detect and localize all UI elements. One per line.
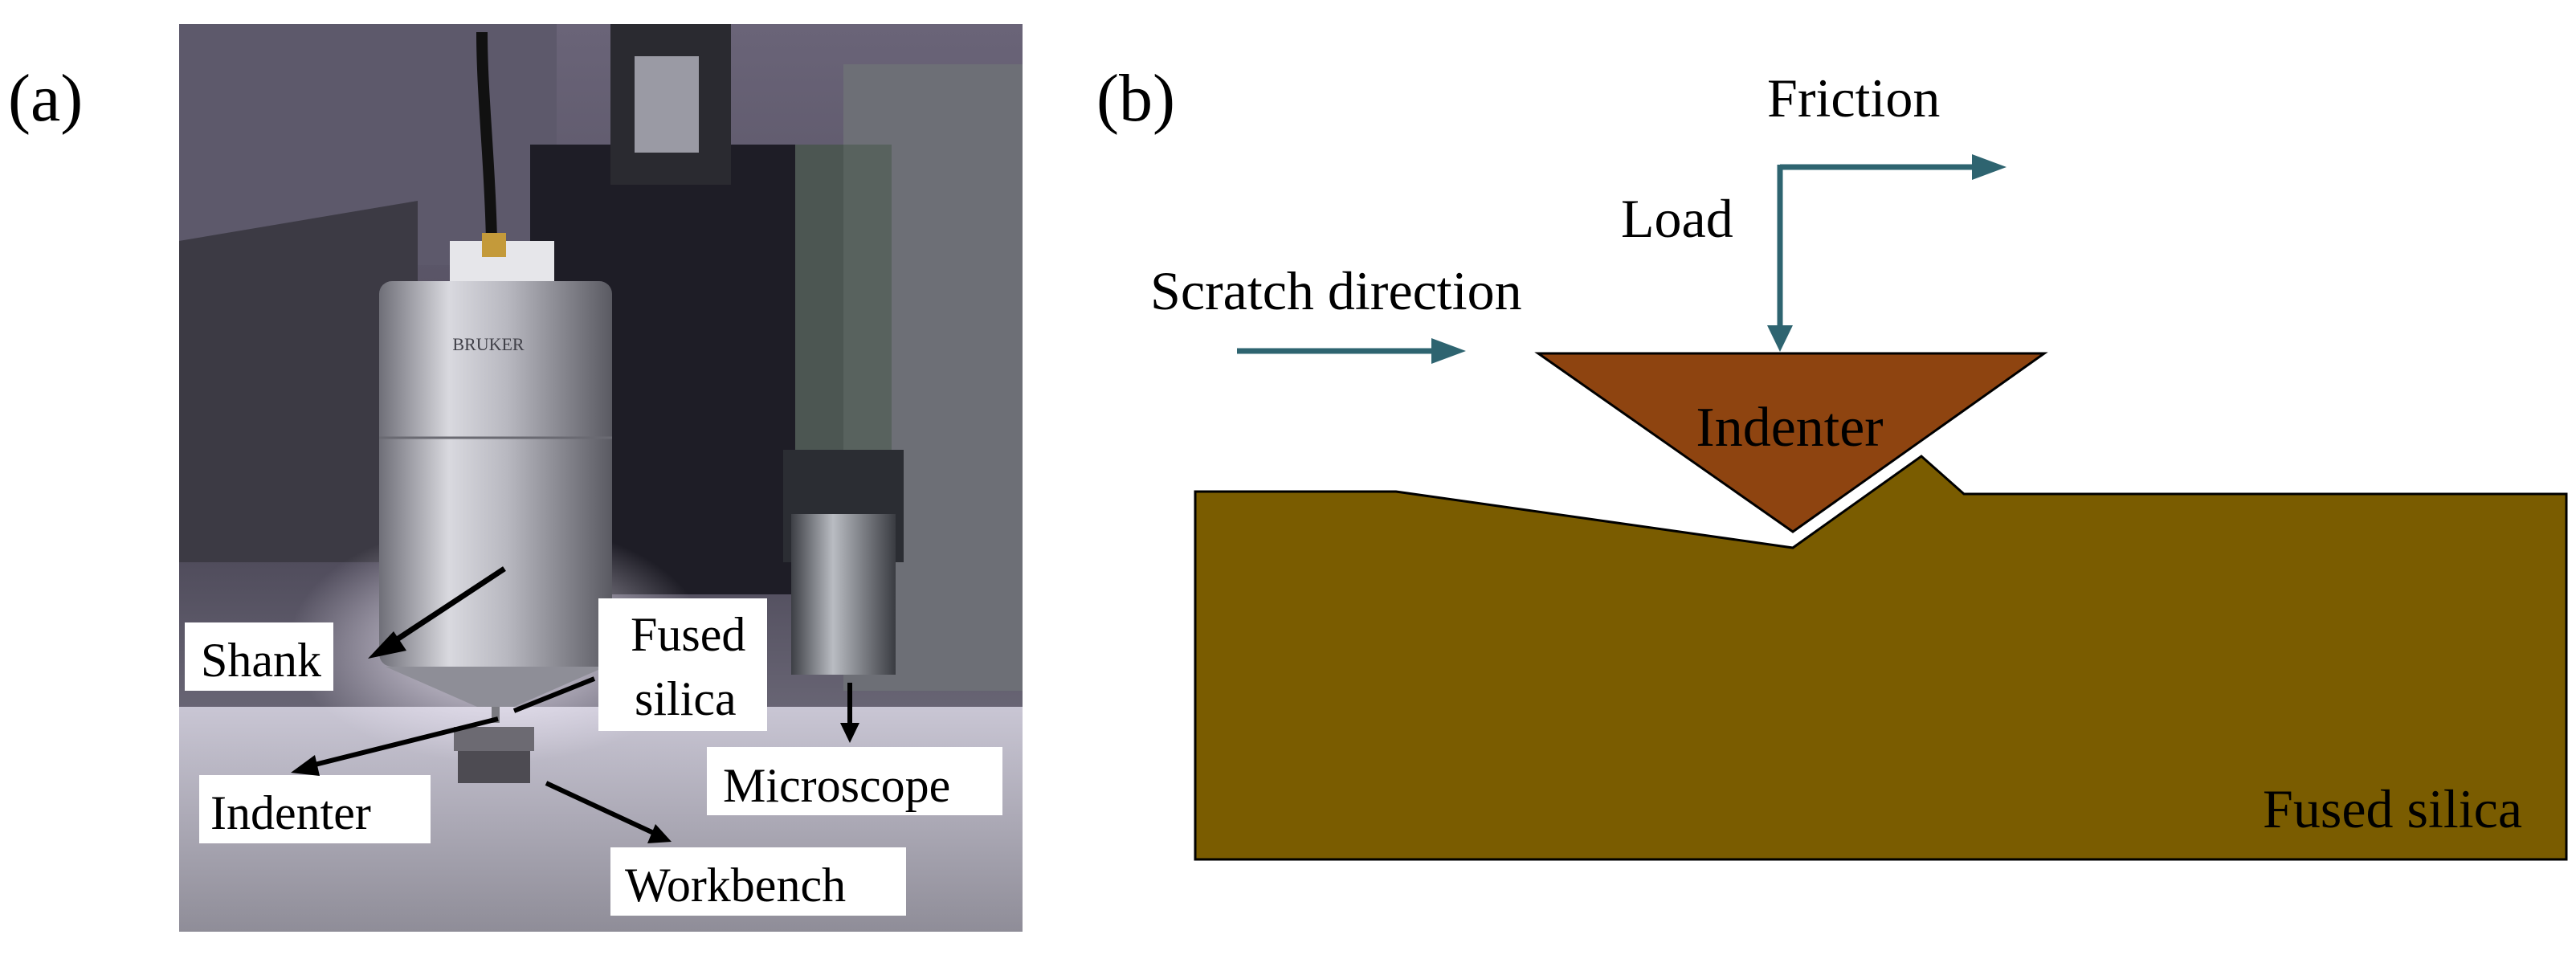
shank-arrow <box>376 566 506 655</box>
indenter-shape <box>1534 352 2048 533</box>
indenter-arrow <box>304 716 499 769</box>
fused-silica-substrate <box>1194 455 2568 861</box>
microscope-objective <box>791 514 896 675</box>
panel-b-label: (b) <box>1096 61 1175 136</box>
callout-indenter: Indenter <box>199 775 431 843</box>
friction-arrowhead <box>1972 154 2007 180</box>
scratch-direction-label: Scratch direction <box>1150 260 1522 321</box>
callout-microscope: Microscope <box>707 747 1002 815</box>
fused-silica-arrow <box>512 676 596 713</box>
svg-text:Indenter: Indenter <box>210 786 371 839</box>
bruker-logo: BRUKER <box>452 334 525 354</box>
fused-silica-label: Fused silica <box>2263 778 2522 839</box>
svg-text:Workbench: Workbench <box>625 859 846 912</box>
load-label: Load <box>1621 188 1733 249</box>
panel-a-label: (a) <box>8 61 83 136</box>
callout-shank: Shank <box>185 622 333 691</box>
load-arrowhead <box>1767 325 1793 352</box>
shank-body <box>379 281 612 667</box>
workbench-arrow <box>545 781 660 838</box>
svg-text:Shank: Shank <box>201 634 321 687</box>
svg-text:Fused: Fused <box>631 608 745 661</box>
callout-fused-silica: Fused silica <box>598 598 767 731</box>
instrument-photo: BRUKER <box>179 24 1023 932</box>
indenter-label: Indenter <box>1696 397 1883 459</box>
microscope-body <box>795 145 892 450</box>
friction-label: Friction <box>1767 67 1940 129</box>
svg-text:Microscope: Microscope <box>723 759 950 812</box>
load-friction-arrows <box>1777 164 1978 331</box>
svg-text:silica: silica <box>635 672 737 725</box>
callout-workbench: Workbench <box>610 847 906 916</box>
